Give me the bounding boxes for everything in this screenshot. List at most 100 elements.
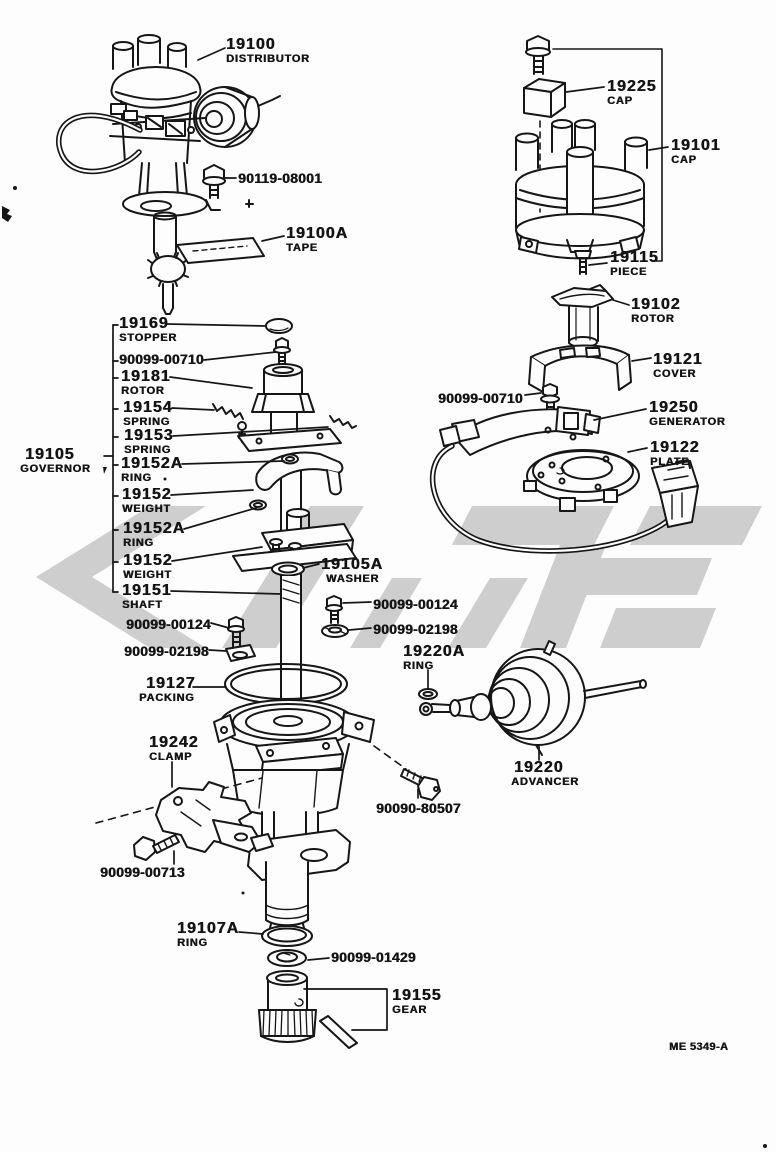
part-number: 19127: [146, 675, 196, 692]
part-caption: WASHER: [326, 573, 380, 585]
rotor-19102-art: [551, 284, 614, 348]
label-19154: 19154 SPRING: [123, 399, 173, 428]
part-number: 19152A: [121, 455, 184, 472]
part-caption: CAP: [671, 154, 697, 166]
label-90090-80507: 90090-80507: [376, 801, 461, 815]
label-90099-00713: 90099-00713: [100, 865, 185, 879]
part-caption: GENERATOR: [649, 416, 726, 428]
part-number: 90099-02198: [373, 621, 458, 637]
part-number: 19154: [123, 399, 173, 416]
part-caption: WEIGHT: [123, 569, 172, 581]
part-number: 19220: [514, 759, 564, 776]
part-caption: ROTOR: [631, 313, 675, 325]
label-19127: 19127 PACKING: [139, 675, 196, 704]
ring-19107A-art: [261, 925, 313, 947]
clamp-19242-art: [95, 745, 407, 853]
label-19102: 19102 ROTOR: [631, 297, 681, 325]
part-number: 90099-00713: [100, 864, 185, 880]
part-caption: STOPPER: [119, 332, 177, 344]
leader-lines: [103, 47, 669, 1031]
generator-19250-art: [439, 406, 601, 456]
label-19105: 19105 GOVERNOR: [20, 447, 91, 475]
label-19122: 19122 PLATE: [650, 440, 700, 468]
part-caption: ROTOR: [121, 385, 165, 397]
label-19155: 19155 GEAR: [392, 987, 442, 1016]
part-number: 19225: [607, 78, 657, 95]
label-19153: 19153 SPRING: [124, 427, 174, 456]
part-caption: CLAMP: [149, 751, 193, 763]
label-90099-00710-right: 90099-00710: [438, 391, 523, 405]
part-number: 90099-01429: [331, 949, 416, 965]
part-caption: TAPE: [286, 242, 318, 254]
part-caption: SPRING: [124, 444, 171, 456]
part-caption: ADVANCER: [511, 776, 579, 788]
label-19101: 19101 CAP: [671, 137, 721, 166]
label-19100: 19100 DISTRIBUTOR: [226, 36, 310, 65]
part-number: 19169: [119, 315, 169, 332]
part-number: 19105A: [321, 556, 384, 573]
part-number: 19115: [610, 249, 659, 266]
part-number: 19152: [122, 486, 172, 503]
part-number: 90099-02198: [124, 643, 209, 659]
part-caption: RING: [403, 660, 434, 672]
part-number: 90099-00710: [119, 351, 204, 367]
label-19152-2: 19152 WEIGHT: [123, 552, 173, 581]
label-19152A-2: 19152A RING: [123, 521, 185, 549]
part-caption: COVER: [653, 368, 697, 380]
cap-assembly-art: [515, 35, 663, 275]
drawing-code: ME 5349-A: [669, 1041, 729, 1053]
label-90099-02198-right: 90099-02198: [373, 622, 458, 636]
pickup-wire-art: [429, 443, 676, 554]
part-caption: PLATE: [650, 456, 690, 468]
part-number: 90099-00124: [126, 616, 211, 632]
part-number: 19220A: [403, 643, 466, 660]
part-number: 19242: [149, 734, 199, 751]
bolt-90099-00124-right-art: [321, 595, 349, 638]
bolt-90090-80507-art: [400, 768, 441, 801]
part-number: 19153: [124, 427, 174, 444]
part-caption: SPRING: [123, 416, 170, 428]
label-90099-00124-left: 90099-00124: [126, 617, 211, 631]
label-19100A: 19100A TAPE: [286, 225, 349, 254]
bolt-90099-00713-art: [133, 834, 180, 861]
part-number: 19152: [123, 552, 173, 569]
label-90099-00124-right: 90099-00124: [373, 597, 458, 611]
ring-90099-01429-art: [267, 949, 307, 967]
label-90099-01429: 90099-01429: [331, 950, 416, 964]
label-19225: 19225 CAP: [607, 78, 657, 107]
part-number: 19100A: [286, 225, 349, 242]
label-19220: 19220 ADVANCER: [511, 759, 579, 788]
part-number: 90119-08001: [238, 170, 322, 186]
part-number: 19151: [122, 582, 172, 599]
advancer-19220-art: [418, 640, 647, 756]
part-caption: PIECE: [610, 266, 648, 278]
part-caption: CAP: [607, 95, 633, 107]
part-caption: RING: [121, 472, 152, 484]
part-number: 19101: [671, 137, 721, 154]
label-19105A: 19105A WASHER: [321, 556, 384, 585]
distributor-assembly-art: [56, 34, 281, 315]
part-number: 19107A: [177, 920, 240, 937]
part-number: 19155: [392, 987, 442, 1004]
part-caption: RING: [123, 537, 154, 549]
label-90099-00710-left: 90099-00710: [119, 352, 204, 366]
part-number: 19121: [653, 351, 703, 368]
part-caption: DISTRIBUTOR: [226, 53, 310, 65]
label-90119-08001: 90119-08001: [238, 171, 322, 185]
part-number: 90099-00124: [373, 596, 458, 612]
part-caption: RING: [177, 937, 208, 949]
cover-19121-art: [528, 344, 632, 393]
gear-19155-art: [258, 970, 358, 1049]
governor-stack-art: [212, 318, 357, 736]
connector-art: [651, 459, 699, 528]
part-number: 19100: [226, 36, 276, 53]
label-90099-02198-left: 90099-02198: [124, 644, 209, 658]
bolt-90099-00124-left-art: [225, 616, 256, 662]
part-caption: WEIGHT: [122, 503, 171, 515]
part-number: 90099-00710: [438, 390, 523, 406]
scan-specks: [2, 186, 767, 1148]
label-19242: 19242 CLAMP: [149, 734, 199, 763]
label-19121: 19121 COVER: [653, 351, 703, 380]
